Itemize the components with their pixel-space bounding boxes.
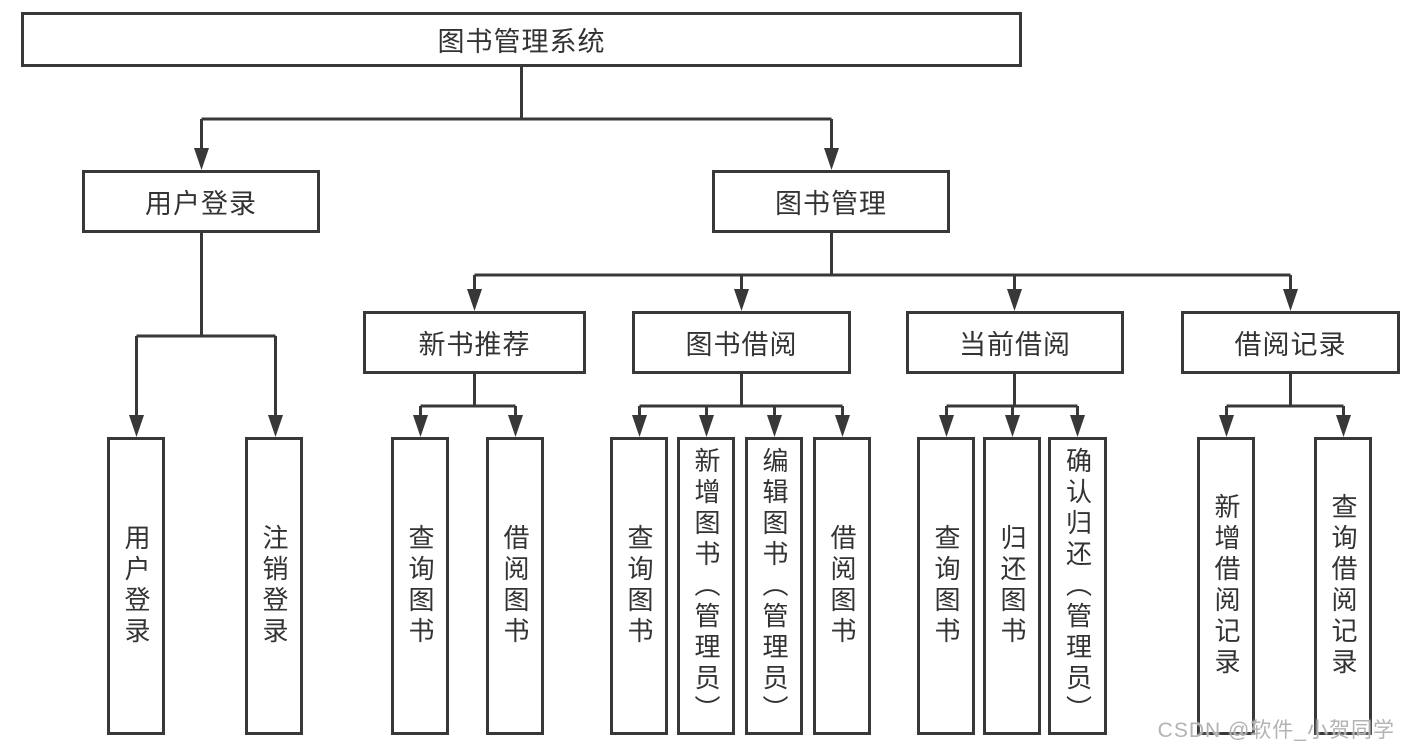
leaf-recommend-query-book-label: 查询图书 <box>405 524 435 648</box>
leaf-user-login: 用户登录 <box>107 437 165 735</box>
leaf-add-borrow-record: 新增借阅记录 <box>1197 437 1255 735</box>
node-current-borrow-label: 当前借阅 <box>959 330 1071 360</box>
leaf-borrow-book-label: 借阅图书 <box>827 524 857 648</box>
leaf-logout-label: 注销登录 <box>259 524 289 648</box>
node-book-management: 图书管理 <box>712 170 950 233</box>
node-root-label: 图书管理系统 <box>437 27 606 57</box>
leaf-add-book-admin-label: 新增图书（管理员） <box>691 446 721 726</box>
leaf-confirm-return-admin-label: 确认归还（管理员） <box>1062 446 1093 726</box>
leaf-confirm-return-admin: 确认归还（管理员） <box>1048 437 1107 735</box>
leaf-borrow-query-book-label: 查询图书 <box>624 524 654 648</box>
node-user-login: 用户登录 <box>82 170 320 233</box>
watermark: CSDN @软件_小贺同学 <box>1157 719 1395 742</box>
leaf-borrow-query-book: 查询图书 <box>610 437 668 735</box>
leaf-current-query-book-label: 查询图书 <box>931 524 961 648</box>
leaf-add-book-admin: 新增图书（管理员） <box>677 437 735 735</box>
node-current-borrow: 当前借阅 <box>906 311 1124 374</box>
leaf-recommend-query-book: 查询图书 <box>391 437 449 735</box>
node-borrow-records: 借阅记录 <box>1181 311 1400 374</box>
node-root: 图书管理系统 <box>21 12 1022 67</box>
leaf-recommend-borrow-book: 借阅图书 <box>486 437 544 735</box>
leaf-borrow-book: 借阅图书 <box>813 437 871 735</box>
node-borrow-records-label: 借阅记录 <box>1234 330 1347 360</box>
leaf-query-borrow-record: 查询借阅记录 <box>1314 437 1372 735</box>
leaf-user-login-label: 用户登录 <box>121 524 151 648</box>
node-new-book-recommend-label: 新书推荐 <box>418 330 531 360</box>
leaf-logout: 注销登录 <box>245 437 303 735</box>
node-book-borrow: 图书借阅 <box>632 311 851 374</box>
leaf-edit-book-admin-label: 编辑图书（管理员） <box>759 446 789 726</box>
arrowhead-icons <box>129 148 1351 437</box>
leaf-return-book-label: 归还图书 <box>997 524 1027 648</box>
leaf-query-borrow-record-label: 查询借阅记录 <box>1328 493 1358 679</box>
leaf-edit-book-admin: 编辑图书（管理员） <box>745 437 803 735</box>
node-book-management-label: 图书管理 <box>775 189 887 219</box>
node-new-book-recommend: 新书推荐 <box>363 311 586 374</box>
leaf-add-borrow-record-label: 新增借阅记录 <box>1211 493 1241 679</box>
leaf-return-book: 归还图书 <box>983 437 1041 735</box>
leaf-recommend-borrow-book-label: 借阅图书 <box>500 524 530 648</box>
leaf-current-query-book: 查询图书 <box>917 437 975 735</box>
node-user-login-label: 用户登录 <box>145 189 257 219</box>
node-book-borrow-label: 图书借阅 <box>685 330 798 360</box>
